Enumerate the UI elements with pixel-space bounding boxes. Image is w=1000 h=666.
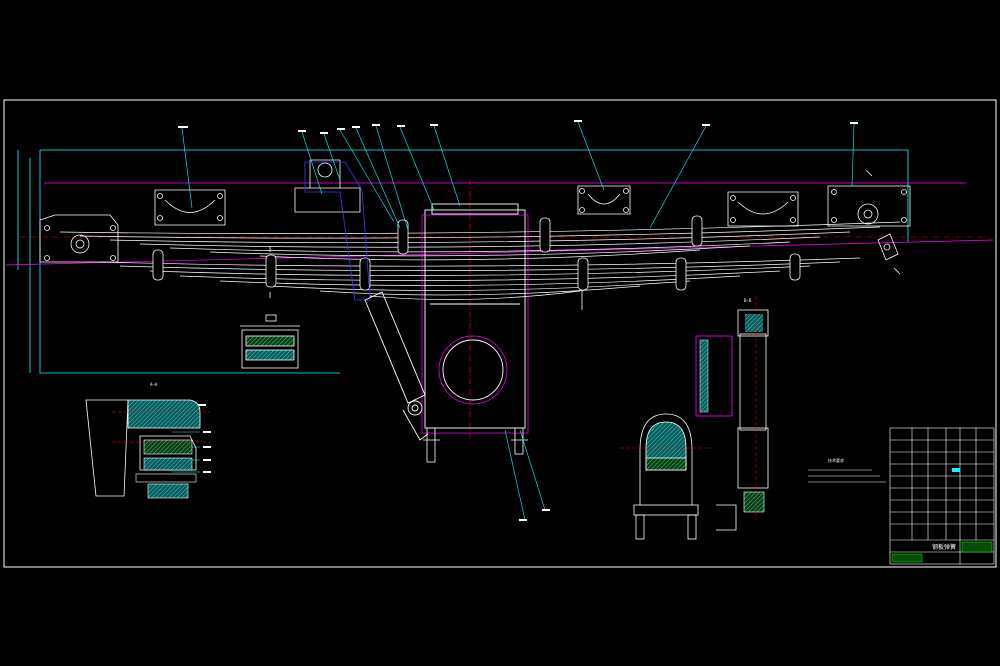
pivot-bracket [294, 159, 361, 213]
upper-brackets [154, 185, 799, 227]
center-lines [5, 182, 994, 266]
spring-clips [152, 215, 801, 291]
rear-bracket [827, 185, 911, 261]
title-block [889, 427, 995, 565]
notes-heading: 技术要求 [828, 457, 844, 463]
clip-detail [240, 314, 300, 369]
section-a-label: A—A [150, 382, 158, 387]
shock-absorber [364, 291, 429, 441]
auxiliary-leaf-spring [99, 257, 861, 300]
pivot-arm [304, 161, 371, 301]
front-bracket [39, 214, 119, 263]
section-a-a: A—A [85, 382, 210, 499]
cut-marks [269, 169, 901, 310]
title-block-cells: 钢板弹簧 [891, 468, 993, 563]
title-block-name: 钢板弹簧 [932, 543, 956, 551]
drawing-border [3, 99, 997, 568]
u-bolt-section [620, 413, 712, 540]
section-b-b: B—B [695, 296, 769, 531]
axle-housing-accent [421, 214, 529, 434]
section-b-label: B—B [744, 298, 752, 303]
axle-bolts [423, 427, 528, 463]
axle-housing [424, 203, 526, 429]
tech-notes: 技术要求 [808, 457, 886, 483]
main-leaf-spring [59, 221, 901, 261]
callout-marks [178, 120, 858, 521]
